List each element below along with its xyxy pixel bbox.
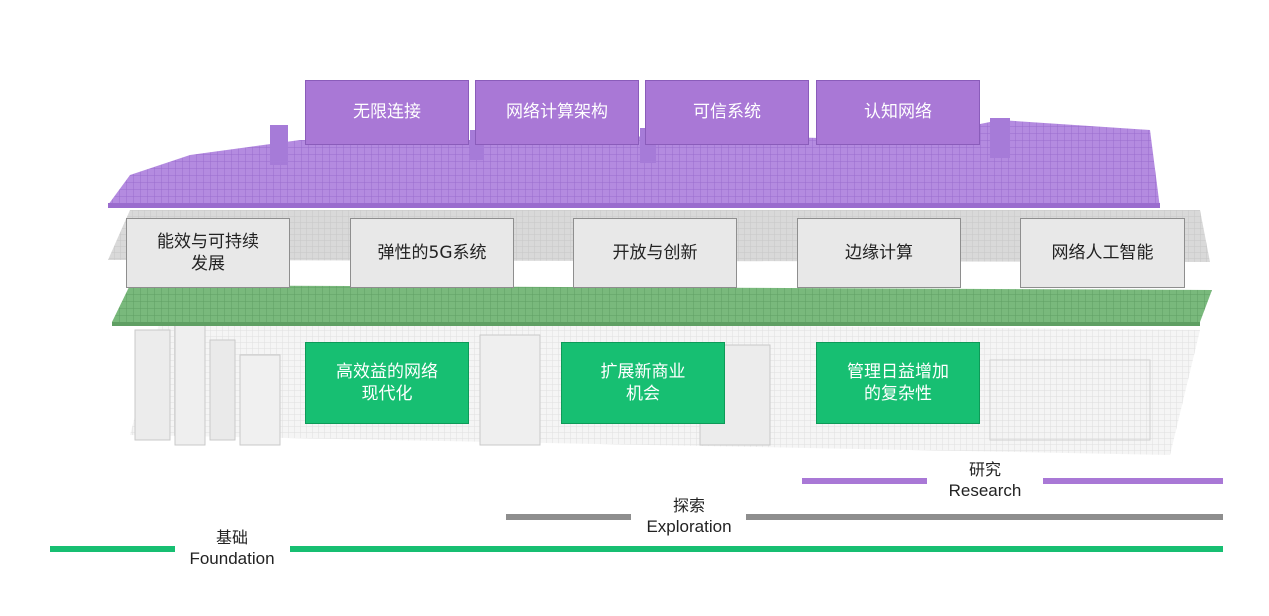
middle-item-energy-sustainability: 能效与可持续 发展 (126, 218, 290, 288)
bottom-item-cost-efficient-modernization: 高效益的网络 现代化 (305, 342, 469, 424)
foundation-line-right (290, 546, 1223, 552)
top-item-wireless-connectivity: 无限连接 (305, 80, 469, 145)
research-label: 研究 Research (930, 460, 1040, 501)
top-item-cognitive-network: 认知网络 (816, 80, 980, 145)
research-label-zh: 研究 (968, 460, 1001, 479)
exploration-label-zh: 探索 (672, 496, 705, 515)
middle-item-network-ai: 网络人工智能 (1020, 218, 1185, 288)
foundation-line-left (50, 546, 175, 552)
bottom-item-new-business-opportunities: 扩展新商业 机会 (561, 342, 725, 424)
top-item-network-compute-fabric: 网络计算架构 (475, 80, 639, 145)
middle-item-edge-computing: 边缘计算 (797, 218, 961, 288)
middle-item-resilient-5g: 弹性的5G系统 (350, 218, 514, 288)
research-label-en: Research (948, 481, 1022, 500)
exploration-label-en: Exploration (646, 517, 732, 536)
research-line-left (802, 478, 927, 484)
middle-item-openness-innovation: 开放与创新 (573, 218, 737, 288)
bottom-item-managing-complexity: 管理日益增加 的复杂性 (816, 342, 980, 424)
exploration-line-left (506, 514, 631, 520)
green-city-layer (112, 285, 1212, 326)
exploration-line-right (746, 514, 1223, 520)
exploration-label: 探索 Exploration (630, 496, 748, 537)
foundation-label: 基础 Foundation (176, 528, 288, 569)
foundation-label-en: Foundation (189, 549, 275, 568)
research-line-right (1043, 478, 1223, 484)
foundation-label-zh: 基础 (215, 528, 248, 547)
top-item-trustworthy-systems: 可信系统 (645, 80, 809, 145)
